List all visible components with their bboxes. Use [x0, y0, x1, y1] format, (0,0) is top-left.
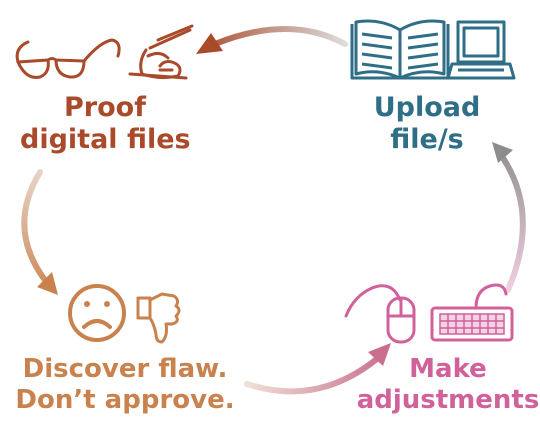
step-title-upload: Upload: [373, 92, 481, 123]
hand-writing-icon: [128, 24, 194, 80]
step-title-proof: Proof: [64, 92, 146, 123]
arrow-upload-to-proof: [196, 26, 348, 54]
step-subtitle-discover: Don’t approve.: [15, 385, 235, 416]
step-label-proof: Proof digital files: [20, 92, 191, 157]
step-label-discover: Discover flaw. Don’t approve.: [0, 354, 250, 416]
sad-face-icon: [68, 284, 126, 342]
arrow-discover-to-make: [244, 343, 391, 395]
step-title-make: Make: [409, 354, 487, 384]
step-title-discover: Discover flaw.: [22, 354, 228, 384]
step-label-upload: Upload file/s: [352, 92, 502, 157]
laptop-icon: [446, 20, 516, 80]
keyboard-icon: [430, 283, 514, 342]
open-book-icon: [350, 19, 450, 80]
arrow-proof-to-discover: [21, 169, 58, 295]
step-subtitle-proof: digital files: [20, 124, 191, 156]
step-label-make: Make adjustments: [356, 354, 540, 416]
thumbs-down-icon: [136, 292, 181, 344]
step-subtitle-upload: file/s: [390, 124, 464, 156]
glasses-icon: [15, 38, 121, 79]
mouse-icon: [344, 284, 416, 344]
step-subtitle-make: adjustments: [356, 385, 540, 416]
arrow-make-to-upload: [492, 142, 526, 293]
